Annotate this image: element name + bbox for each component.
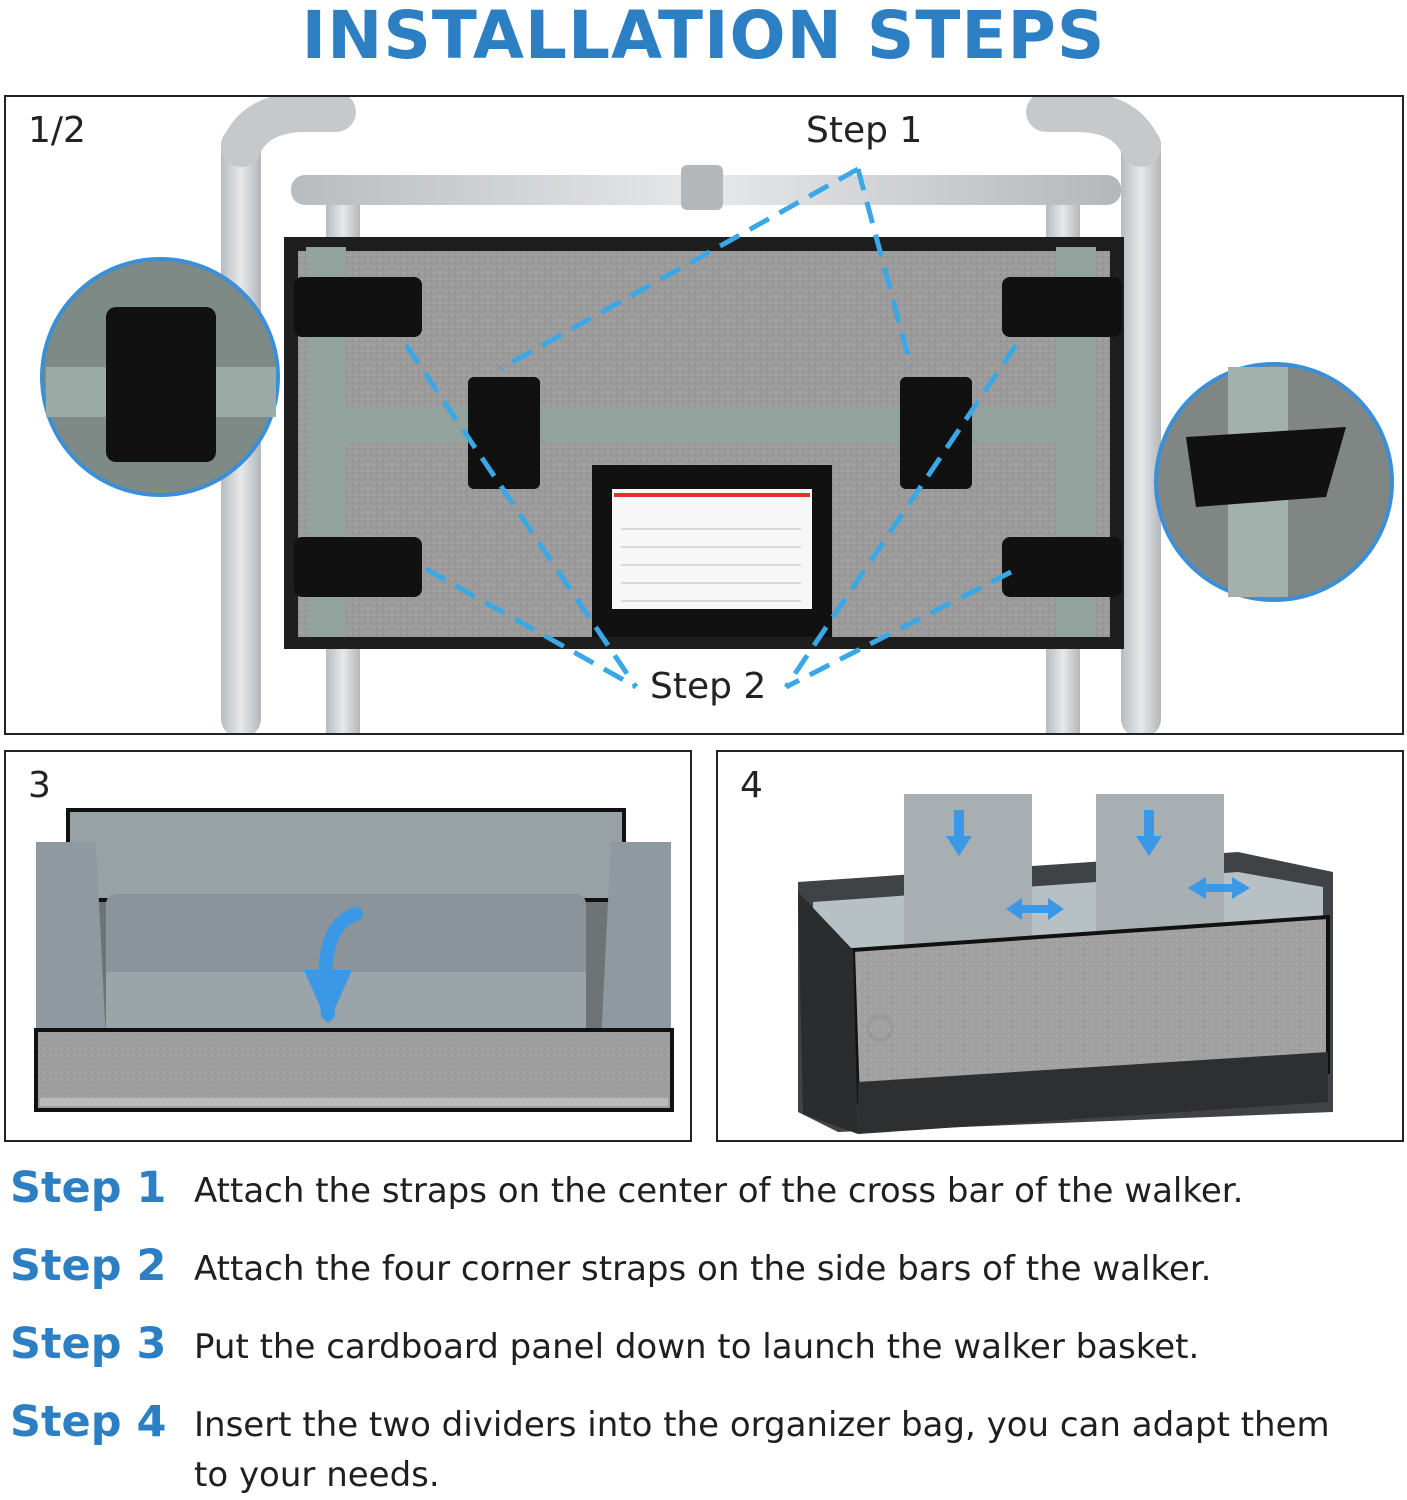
walker-bag-illustration bbox=[40, 97, 1394, 733]
step-description: Put the cardboard panel down to launch t… bbox=[194, 1327, 1200, 1367]
page-title: INSTALLATION STEPS bbox=[301, 0, 1106, 74]
installation-panel-3: 3 bbox=[4, 750, 692, 1142]
dividers-illustration bbox=[798, 794, 1333, 1134]
installation-panel-1-2: 1/2 Step 1 Step 2 bbox=[4, 95, 1404, 735]
step-description: Attach the four corner straps on the sid… bbox=[194, 1249, 1212, 1289]
open-basket-illustration bbox=[34, 808, 674, 1112]
panel-number: 4 bbox=[740, 765, 763, 806]
step-2-callout: Step 2 bbox=[650, 666, 767, 707]
step-label: Step 3 bbox=[10, 1319, 167, 1369]
step-label: Step 4 bbox=[10, 1397, 167, 1447]
installation-panel-4: 4 bbox=[716, 750, 1404, 1142]
step-label: Step 2 bbox=[10, 1241, 167, 1291]
step-description: Attach the straps on the center of the c… bbox=[194, 1171, 1244, 1211]
panel-number: 3 bbox=[28, 765, 51, 806]
panel-number: 1/2 bbox=[28, 110, 86, 151]
step-label: Step 1 bbox=[10, 1163, 167, 1213]
step-description: Insert the two dividers into the organiz… bbox=[194, 1405, 1330, 1495]
step-1-callout: Step 1 bbox=[806, 110, 923, 151]
